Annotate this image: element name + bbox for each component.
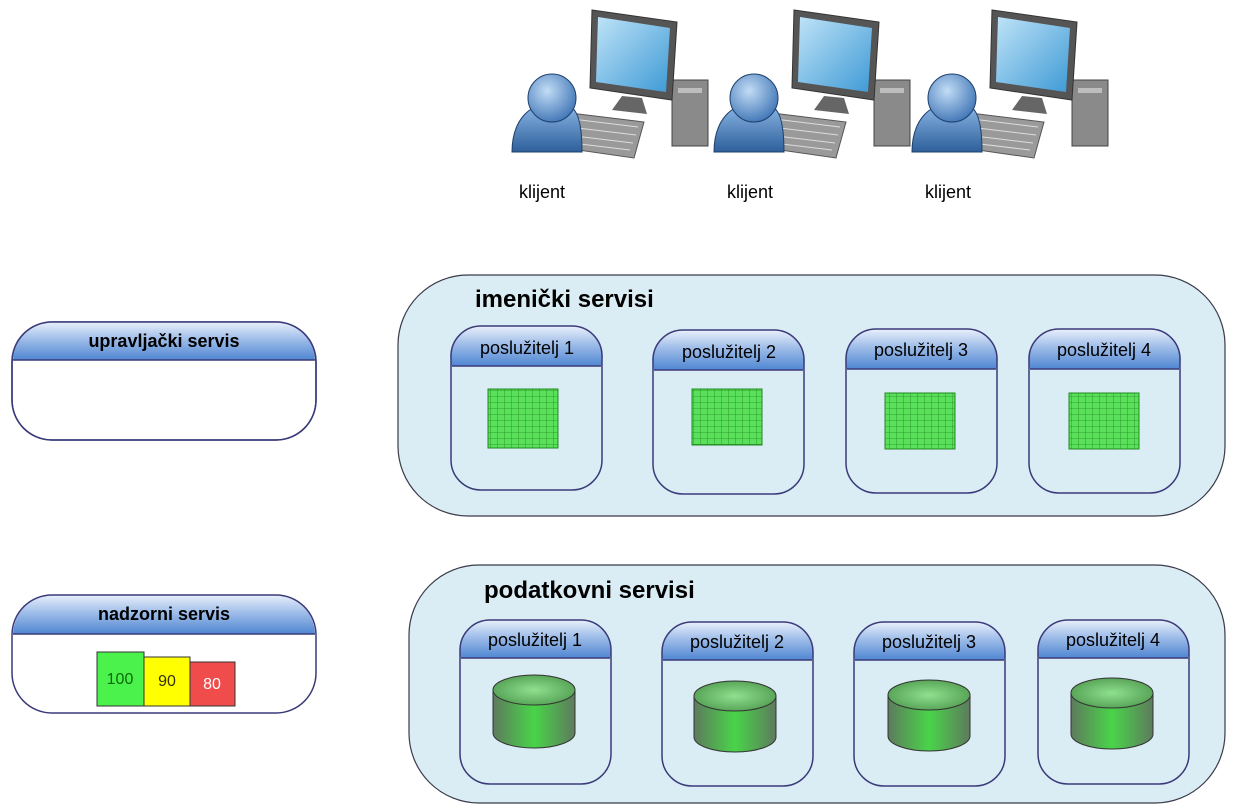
directory-services: imenički servisi poslužitelj 1 poslužite… <box>397 274 1226 517</box>
table-grid-icon <box>884 392 956 450</box>
server-label: poslužitelj 1 <box>480 338 574 358</box>
person-icon <box>911 73 983 153</box>
management-title: upravljački servis <box>88 331 239 351</box>
directory-server-1: poslužitelj 1 <box>450 325 603 491</box>
client-label: klijent <box>727 182 773 202</box>
person-icon <box>511 73 583 153</box>
person-icon <box>713 73 785 153</box>
client-1: klijent <box>511 9 709 202</box>
server-label: poslužitelj 3 <box>882 632 976 652</box>
directory-server-3: poslužitelj 3 <box>845 328 998 494</box>
server-label: poslužitelj 4 <box>1066 630 1160 650</box>
data-server-2: poslužitelj 2 <box>661 621 814 787</box>
health-bar-100: 100 <box>96 651 145 707</box>
health-value: 100 <box>107 671 134 688</box>
client-3: klijent <box>911 9 1109 202</box>
directory-services-title: imenički servisi <box>475 286 654 313</box>
data-server-4: poslužitelj 4 <box>1037 619 1190 785</box>
directory-server-2: poslužitelj 2 <box>652 329 805 495</box>
table-grid-icon <box>691 388 763 446</box>
table-grid-icon <box>1068 392 1140 450</box>
monitoring-service: nadzorni servis 100 90 80 <box>11 594 317 714</box>
health-bar-90: 90 <box>143 656 191 707</box>
table-grid-icon <box>487 388 559 449</box>
server-label: poslužitelj 3 <box>874 340 968 360</box>
data-server-3: poslužitelj 3 <box>853 621 1006 787</box>
data-services: podatkovni servisi poslužitelj 1 posluži… <box>408 564 1226 804</box>
health-value: 90 <box>158 673 176 690</box>
client-label: klijent <box>925 182 971 202</box>
health-bar-80: 80 <box>189 661 236 707</box>
client-label: klijent <box>519 182 565 202</box>
server-label: poslužitelj 2 <box>690 632 784 652</box>
health-value: 80 <box>203 676 221 693</box>
database-icon <box>1070 677 1154 750</box>
database-icon <box>887 679 971 752</box>
server-label: poslužitelj 2 <box>682 342 776 362</box>
management-service: upravljački servis <box>11 321 317 441</box>
server-label: poslužitelj 4 <box>1057 340 1151 360</box>
data-services-title: podatkovni servisi <box>484 577 695 604</box>
directory-server-4: poslužitelj 4 <box>1028 328 1181 494</box>
server-label: poslužitelj 1 <box>488 630 582 650</box>
database-icon <box>693 680 777 753</box>
data-server-1: poslužitelj 1 <box>459 619 612 785</box>
database-icon <box>492 674 576 749</box>
client-2: klijent <box>713 9 911 202</box>
monitoring-title: nadzorni servis <box>98 604 230 624</box>
